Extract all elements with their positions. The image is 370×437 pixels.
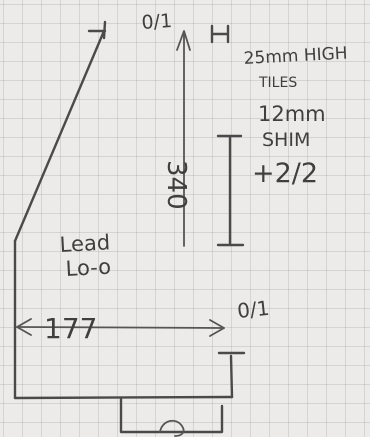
room-label-line1: Lead — [59, 230, 111, 257]
width-dimension-label: 177 — [44, 312, 97, 345]
tick-top-left — [87, 20, 107, 40]
outline-right-lower — [229, 354, 234, 399]
height-dimension-label: 340 — [161, 160, 191, 210]
room-label-line2: Lo-o — [65, 255, 112, 281]
outline-bottom — [13, 395, 234, 400]
top-right-marker — [210, 24, 230, 44]
notch-detail — [159, 419, 185, 437]
width-dimension-line — [16, 326, 225, 329]
shim-label-line1: 12mm — [258, 102, 326, 126]
shim-dimension — [216, 134, 245, 247]
side-label: 0/1 — [236, 296, 271, 323]
shim-label-line2: SHIM — [262, 129, 310, 151]
bottom-notch — [119, 396, 224, 434]
height-arrow-head — [176, 30, 191, 51]
width-arrow-left — [16, 318, 32, 336]
tiles-label-line2: TILES — [258, 75, 297, 91]
tiles-label-line1: 25mm HIGH — [243, 44, 348, 69]
shim-label-line3: +2/2 — [252, 158, 318, 189]
top-label: 0/1 — [141, 10, 173, 34]
outline-left-diagonal — [13, 29, 106, 243]
width-arrow-right — [209, 319, 225, 337]
